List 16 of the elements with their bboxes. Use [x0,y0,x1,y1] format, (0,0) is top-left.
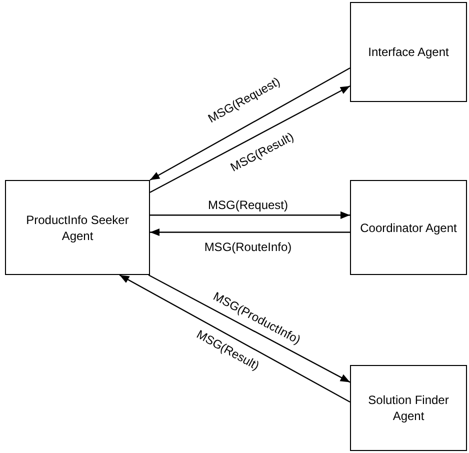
arrow [150,228,350,236]
arrow [148,274,350,383]
agent-name: ProductInfo Seeker Agent [25,212,130,244]
agent-box [5,180,150,275]
agent-name: Coordinator Agent [360,220,457,236]
edge-label: MSG(RouteInfo) [203,240,293,254]
agent-box [350,180,467,275]
agent-box [350,2,467,102]
arrow [150,85,350,193]
arrow [150,67,350,181]
agent-name: Solution Finder Agent [367,392,450,424]
arrow [150,211,350,219]
arrow [119,274,350,402]
agent-box [350,365,467,451]
edge-label: MSG(Request) [206,198,290,212]
agent-name: Interface Agent [368,44,449,60]
